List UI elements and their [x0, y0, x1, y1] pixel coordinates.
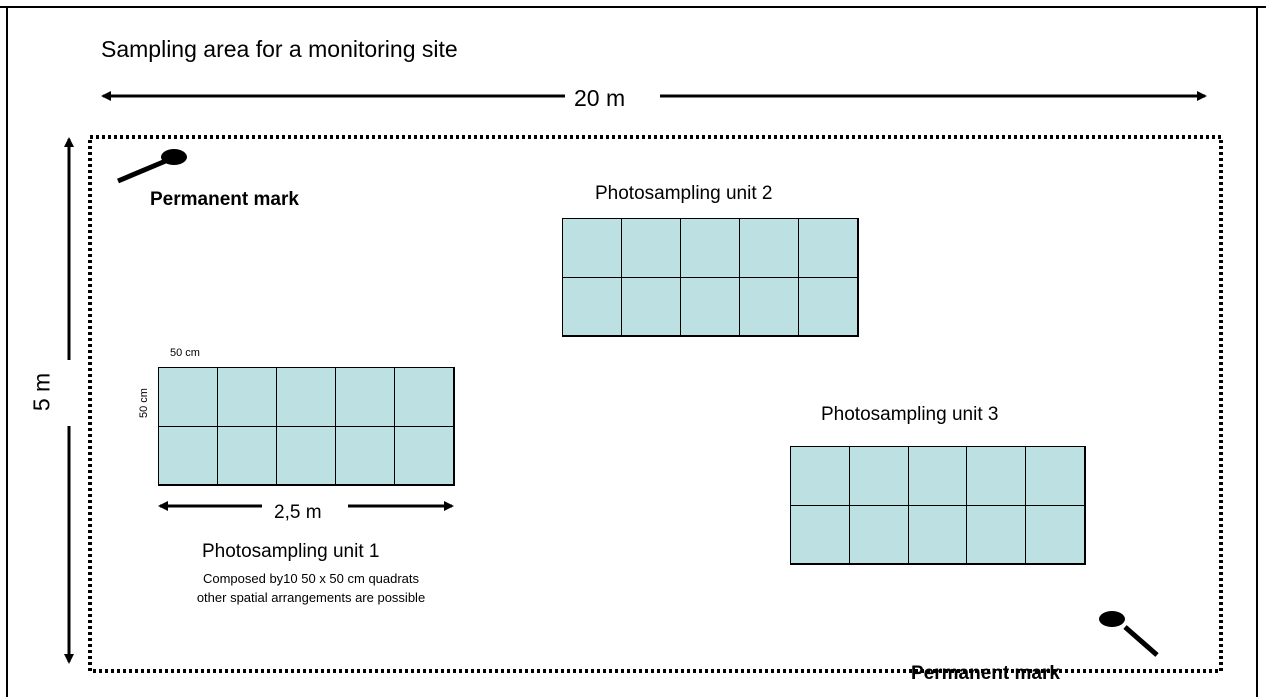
unit-1-quadrat-grid	[158, 367, 455, 486]
width-dimension-label: 20 m	[574, 85, 626, 111]
quadrat-cell	[680, 218, 740, 278]
quadrat-cell	[1025, 504, 1085, 564]
quadrat-cell	[158, 367, 218, 427]
unit-2-label: Photosampling unit 2	[595, 183, 773, 204]
quadrat-cell	[798, 218, 858, 278]
quadrat-cell	[335, 425, 395, 485]
frame-top-border	[0, 6, 1266, 8]
quadrat-cell	[790, 504, 850, 564]
diagram-title: Sampling area for a monitoring site	[101, 36, 458, 62]
unit-3-label: Photosampling unit 3	[821, 404, 999, 425]
quadrat-cell	[562, 218, 622, 278]
quadrat-cell	[739, 218, 799, 278]
frame-left-border	[6, 6, 8, 697]
quadrat-cell	[966, 504, 1027, 564]
quadrat-height-label: 50 cm	[138, 388, 150, 418]
unit-3-quadrat-grid	[790, 446, 1086, 565]
quadrat-cell	[217, 367, 277, 427]
quadrat-cell	[1025, 446, 1085, 506]
quadrat-cell	[217, 425, 277, 485]
quadrat-cell	[848, 504, 909, 564]
quadrat-cell	[621, 218, 681, 278]
quadrat-cell	[680, 276, 740, 336]
quadrat-cell	[276, 425, 336, 485]
quadrat-cell	[848, 446, 909, 506]
quadrat-cell	[335, 367, 395, 427]
quadrat-cell	[276, 367, 336, 427]
height-dimension-label: 5 m	[28, 372, 55, 412]
unit-1-description-line-1: Composed by10 50 x 50 cm quadrats	[202, 571, 420, 586]
quadrat-cell	[621, 276, 681, 336]
quadrat-cell	[907, 446, 968, 506]
permanent-mark-pin-icon	[117, 149, 187, 184]
permanent-mark-label: Permanent mark	[150, 189, 299, 210]
unit-1-label: Photosampling unit 1	[202, 541, 380, 562]
quadrat-cell	[798, 276, 858, 336]
quadrat-cell	[907, 504, 968, 564]
frame-right-border	[1256, 6, 1258, 697]
sampling-area-boundary	[88, 135, 1223, 673]
permanent-mark-pin-icon	[1099, 611, 1159, 657]
permanent-mark-label: Permanent mark	[911, 663, 1060, 684]
quadrat-cell	[394, 367, 454, 427]
quadrat-width-label: 50 cm	[170, 347, 200, 359]
quadrat-cell	[966, 446, 1027, 506]
quadrat-cell	[562, 276, 622, 336]
unit-width-label: 2,5 m	[274, 502, 322, 523]
unit-1-description-line-2: other spatial arrangements are possible	[196, 590, 426, 605]
quadrat-cell	[790, 446, 850, 506]
quadrat-cell	[394, 425, 454, 485]
quadrat-cell	[158, 425, 218, 485]
quadrat-cell	[739, 276, 799, 336]
unit-2-quadrat-grid	[562, 218, 859, 337]
